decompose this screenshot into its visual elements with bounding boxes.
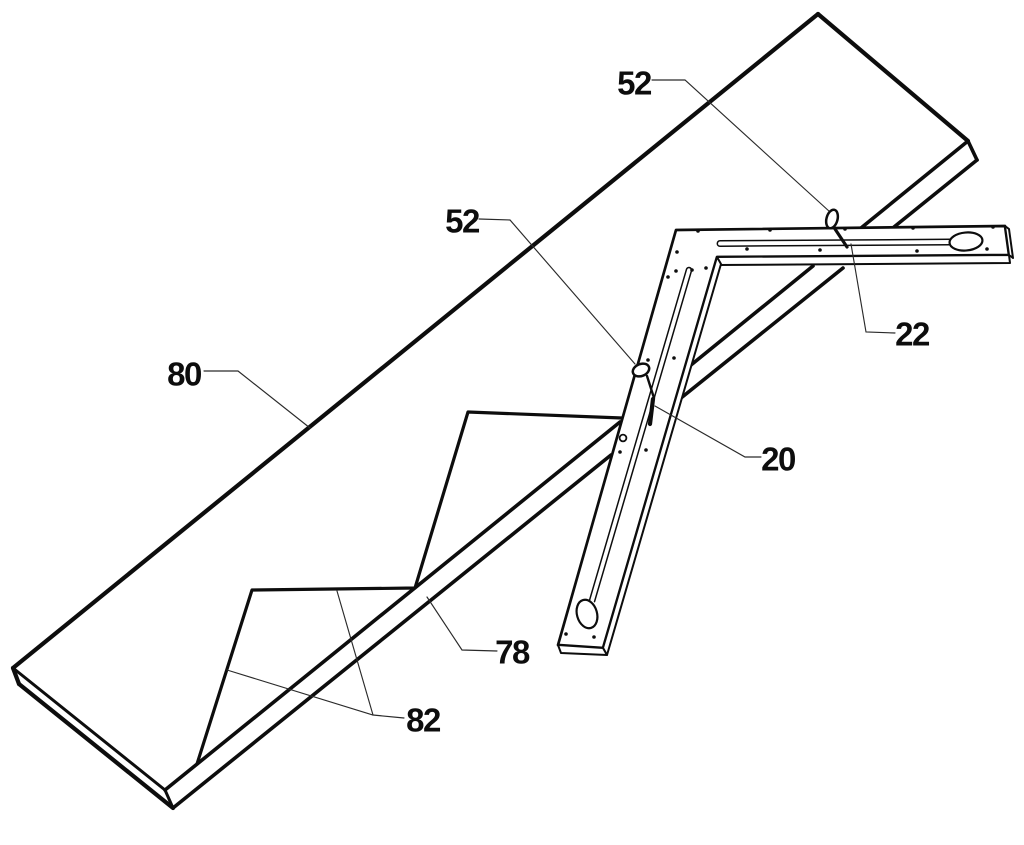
rivet-hole <box>768 228 772 232</box>
ref-78-leader <box>426 596 498 652</box>
board-bottom-edge-mid <box>689 264 815 367</box>
rivet-hole <box>745 247 749 251</box>
rivet-hole <box>672 356 676 360</box>
board-lower-edge-mid <box>679 266 845 400</box>
ref-52-top: 52 <box>617 65 652 102</box>
rivet-hole <box>985 247 989 251</box>
arm2-eyelet-hole <box>618 433 628 443</box>
thumb-screw-left-ring <box>631 362 651 378</box>
thumb-screw-top-ring <box>824 208 840 230</box>
ref-52-left: 52 <box>445 203 480 240</box>
square-arm1-side-face <box>716 254 1011 266</box>
ref-80-leader <box>203 370 311 429</box>
rivet-hole <box>666 275 670 279</box>
rivet-hole <box>991 225 995 229</box>
thumb-screw-left-slot-pin <box>647 396 656 427</box>
ref-80: 80 <box>167 356 201 393</box>
board-left-corner-edge <box>163 788 175 810</box>
ref-78: 78 <box>495 634 530 671</box>
square-arm1-end-face <box>1004 225 1014 259</box>
ref-22: 22 <box>895 316 930 353</box>
arm1-slot-keyhole <box>948 231 984 252</box>
ref-82-leader <box>336 590 374 716</box>
board-lower-edge-left <box>171 453 613 810</box>
square-arm2-end-face <box>557 644 608 656</box>
ref-20-leader <box>654 405 762 458</box>
board-left-end-inner-edge <box>11 666 167 792</box>
board-bottom-edge-left <box>163 420 622 792</box>
rivet-hole <box>818 248 822 252</box>
rivet-hole <box>618 450 622 454</box>
rivet-hole <box>704 266 708 270</box>
step-layout-zigzag <box>195 410 624 766</box>
ref-52-left-leader <box>478 218 636 365</box>
board-right-corner-edge <box>966 139 979 162</box>
rivet-hole <box>564 632 568 636</box>
rivet-hole <box>674 269 678 273</box>
ref-22-leader <box>850 243 896 334</box>
ref-52-top-leader <box>651 79 831 213</box>
ref-82: 82 <box>406 702 441 739</box>
thumb-screw-left-pin <box>645 374 656 400</box>
rivet-hole <box>911 226 915 230</box>
board-lower-edge-right <box>892 158 979 229</box>
rivet-hole <box>696 229 700 233</box>
board-right-end-edge <box>815 11 971 144</box>
arm2-slot-keyhole <box>575 598 599 630</box>
arm1-slot <box>716 238 952 247</box>
rivet-hole <box>644 448 648 452</box>
rivet-hole <box>690 268 694 272</box>
ref-20: 20 <box>761 441 795 478</box>
rivet-hole <box>843 227 847 231</box>
board-bottom-edge-right <box>859 139 970 230</box>
rivet-hole <box>646 358 650 362</box>
rivet-hole <box>592 635 596 639</box>
rivet-hole <box>675 250 679 254</box>
board-top-edge <box>10 11 821 671</box>
rivet-hole <box>915 249 919 253</box>
thumb-screw-top-pin <box>833 227 849 249</box>
board-left-end-bottom-edge <box>16 681 176 811</box>
